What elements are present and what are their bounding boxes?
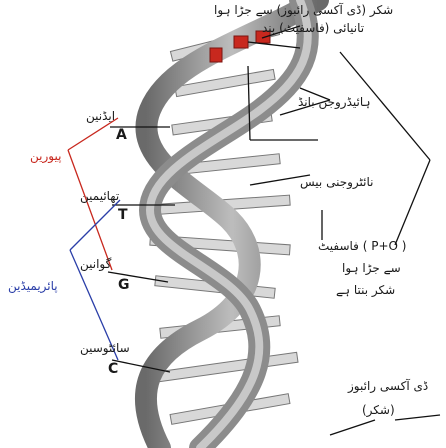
base-pair-rung (157, 351, 299, 383)
phosphate-block (209, 47, 223, 63)
base-letter-c: C (108, 361, 119, 377)
label-phosphate-bond: تانیائی (فاسفیٹ) بند (262, 21, 365, 35)
base-letter-a: A (116, 127, 127, 143)
label-phosphate-sugar: شکر بنتا ہے (336, 283, 396, 297)
label-cytosine: سائٹوسین (80, 341, 130, 355)
label-guanine: گوانین (80, 257, 112, 271)
label-thymine: تھائیمین (80, 189, 120, 203)
label-sugar-bond: شکر (ڈی آکسی رائبوز) سے جڑا ہوا (214, 3, 394, 17)
phosphate-block (233, 35, 249, 49)
leader-lines (107, 25, 441, 436)
label-nitrogen-base: نائٹروجنی بیس (300, 175, 374, 189)
label-hydrogen-bond: ہائیڈروجن بانڈ (298, 95, 371, 109)
phosphate-block (255, 30, 271, 44)
base-letter-g: G (118, 277, 130, 293)
base-letter-t: T (118, 207, 128, 223)
helix-strand-left (134, 0, 329, 448)
phosphate-blocks (209, 30, 271, 63)
label-backbone-sugar: (شکر) (362, 403, 395, 417)
label-phosphate-joined: سے جڑا ہوا (342, 261, 401, 275)
label-pyrimidine: پائریمیڈین (8, 279, 58, 293)
classification-lines (67, 117, 121, 361)
label-phosphate: ( P+O ) فاسفیٹ (318, 239, 407, 253)
helix-strand-right-highlight (145, 0, 312, 448)
label-backbone: ڈی آکسی رائبوز (348, 379, 429, 393)
label-purine: پیورین (30, 149, 62, 163)
label-adenine: ایڈنین (86, 109, 116, 123)
